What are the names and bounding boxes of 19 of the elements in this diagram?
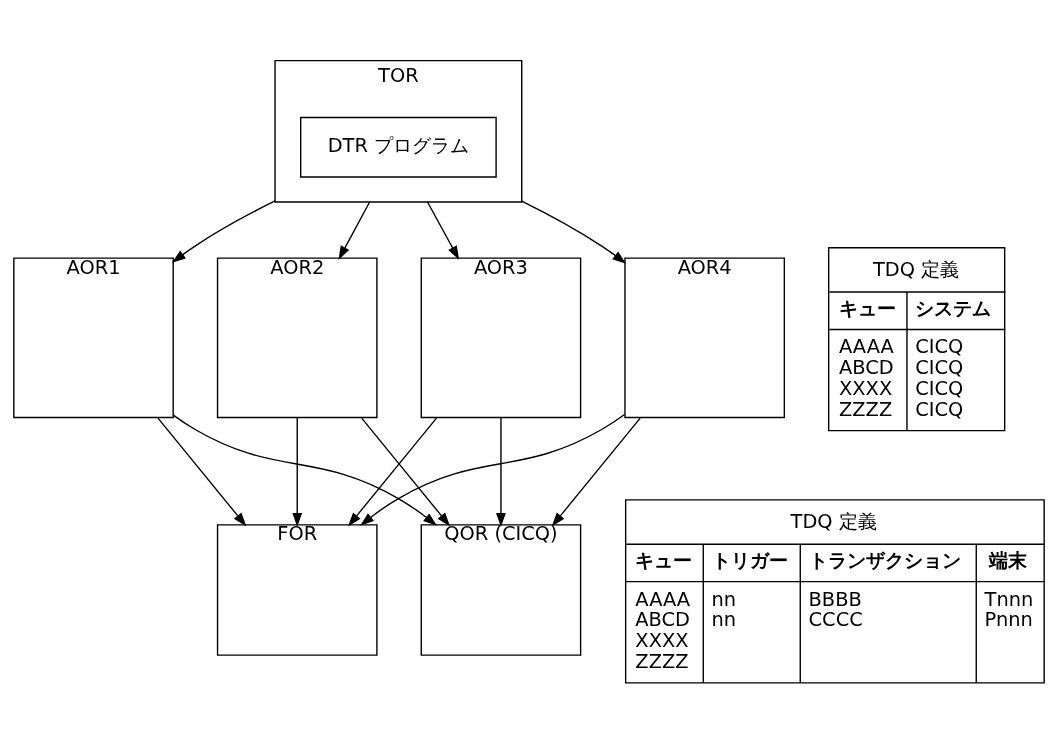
arrow — [551, 416, 641, 526]
node-box: AOR4 — [624, 256, 786, 418]
arrow — [348, 416, 438, 526]
node-box: AOR3 — [420, 256, 582, 418]
arrow — [360, 413, 626, 526]
node-box: DTR プログラム — [300, 116, 497, 178]
arrow — [338, 200, 371, 260]
arrow — [496, 416, 506, 527]
arrow — [426, 200, 460, 260]
node-box: FOR — [216, 523, 378, 656]
arrow — [521, 199, 627, 264]
arrow — [157, 416, 247, 526]
arrow — [292, 416, 303, 527]
node-box: AOR1 — [13, 256, 174, 418]
node-box: QOR (CICQ) — [420, 523, 582, 656]
arrow — [172, 414, 438, 526]
arrow — [171, 199, 276, 263]
node-box: AOR2 — [216, 256, 378, 418]
arrow — [361, 416, 451, 526]
